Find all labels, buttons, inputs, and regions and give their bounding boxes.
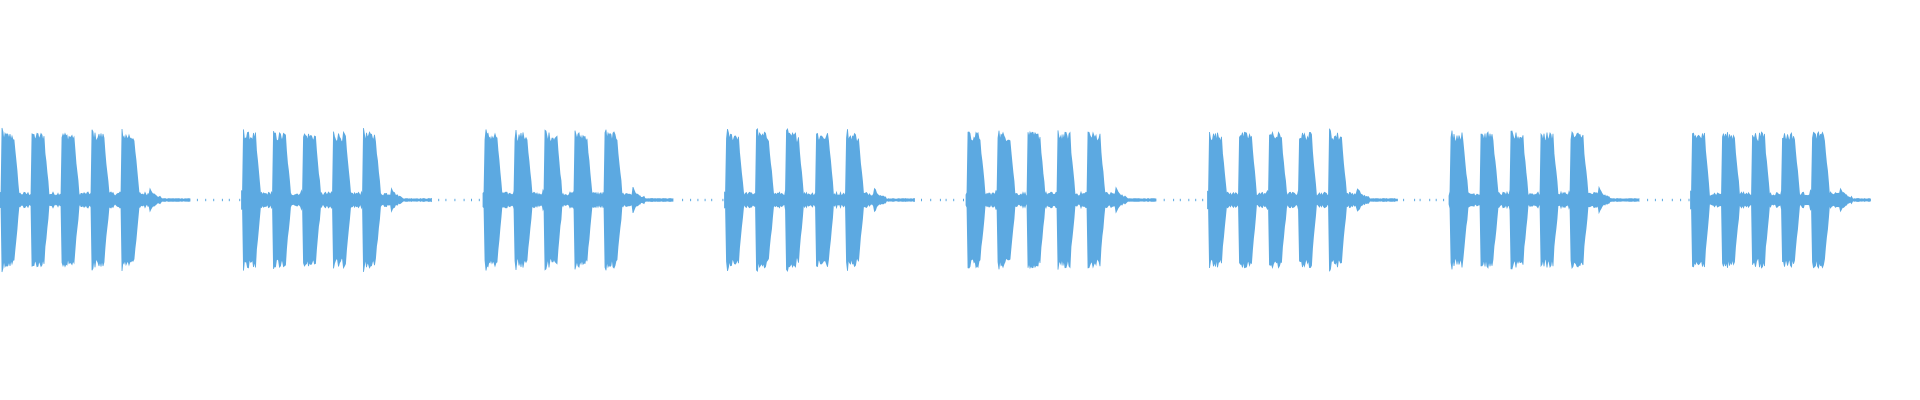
waveform-group <box>1690 130 1871 270</box>
waveform-group <box>1448 130 1690 270</box>
waveform-envelope <box>1207 128 1398 272</box>
waveform-envelope <box>482 129 674 271</box>
waveform-group <box>0 127 241 273</box>
waveform-envelope <box>965 130 1157 270</box>
waveform-envelope <box>1448 130 1640 270</box>
waveform-group <box>482 129 724 271</box>
waveform-envelope <box>0 127 191 273</box>
waveform-envelope <box>724 127 915 273</box>
waveform-group <box>965 130 1204 270</box>
waveform-group <box>241 128 480 272</box>
waveform-group <box>724 127 964 273</box>
waveform-group <box>1207 128 1445 272</box>
waveform-envelope <box>241 128 432 272</box>
waveform-envelope <box>1690 130 1871 270</box>
